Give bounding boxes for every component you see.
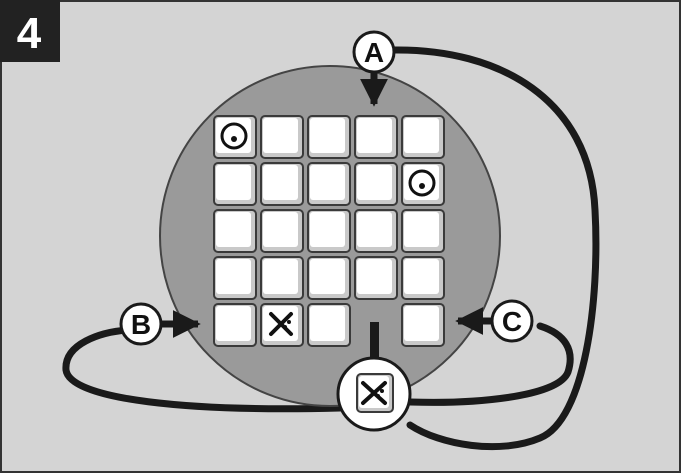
cable-c xyxy=(406,322,574,406)
grid-tile xyxy=(401,209,445,253)
grid-tile xyxy=(307,303,351,347)
grid-tile xyxy=(213,209,257,253)
grid-tile xyxy=(401,303,445,347)
grid-tile xyxy=(354,115,398,159)
grid-tile xyxy=(307,115,351,159)
grid-tile xyxy=(354,162,398,206)
callout-c-label: C xyxy=(502,306,522,337)
tile-grid xyxy=(213,115,445,347)
grid-tile xyxy=(260,303,304,347)
cable-a xyxy=(388,46,600,451)
cross-dots-icon xyxy=(269,312,293,336)
step-badge xyxy=(0,0,60,62)
grid-tile xyxy=(354,256,398,300)
callout-a: A xyxy=(352,30,396,74)
grid-tile xyxy=(307,162,351,206)
callout-b: B xyxy=(119,302,163,346)
grid-tile xyxy=(307,256,351,300)
callout-c: C xyxy=(490,299,534,343)
grid-tile xyxy=(260,256,304,300)
grid-tile xyxy=(260,162,304,206)
grid-tile xyxy=(213,303,257,347)
dot-circle-icon xyxy=(408,169,436,197)
grid-tile xyxy=(401,115,445,159)
grid-tile xyxy=(213,256,257,300)
connector-cables xyxy=(62,46,600,451)
grid-tile xyxy=(401,162,445,206)
grid-tile xyxy=(401,256,445,300)
external-tile xyxy=(336,356,412,432)
callout-a-label: A xyxy=(364,37,384,68)
cross-dots-icon xyxy=(361,381,387,405)
grid-tile xyxy=(354,209,398,253)
dot-circle-icon xyxy=(220,122,248,150)
grid-tile xyxy=(260,209,304,253)
grid-tile xyxy=(213,115,257,159)
callout-b-label: B xyxy=(131,309,151,340)
grid-tile xyxy=(213,162,257,206)
grid-tile xyxy=(307,209,351,253)
grid-tile xyxy=(260,115,304,159)
slot-connector xyxy=(370,322,379,360)
step-number: 4 xyxy=(17,9,42,58)
cable-b xyxy=(62,326,344,413)
